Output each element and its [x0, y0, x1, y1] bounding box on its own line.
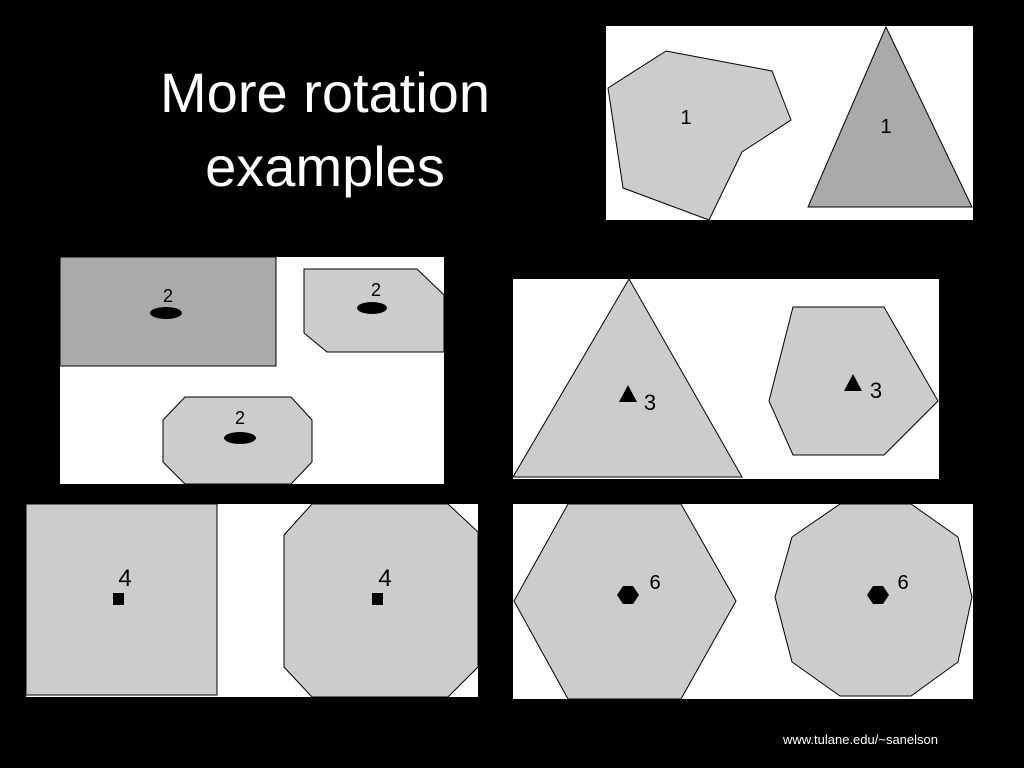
triangle-label: 1	[880, 116, 891, 138]
order-6-diagram: 6 6	[513, 504, 973, 699]
triangle-shape	[513, 279, 743, 478]
rectangle-label: 2	[163, 286, 173, 306]
hexagon-label: 6	[649, 572, 660, 594]
triangle-marker-icon	[619, 385, 637, 402]
order-3-diagram: 3 3	[513, 279, 939, 478]
square-marker-icon	[372, 593, 383, 605]
square-marker-icon	[113, 593, 124, 605]
panel-order-2: 2 2 2	[60, 257, 444, 484]
panel-order-3: 3 3	[513, 279, 939, 479]
triangle-marker-icon	[844, 374, 862, 391]
ellipse-marker-icon	[357, 302, 387, 314]
square-label: 4	[118, 565, 131, 592]
title-line-2: examples	[205, 135, 445, 198]
triangle-label: 3	[644, 390, 656, 415]
hexagon-label: 3	[870, 378, 882, 403]
polygon-label: 1	[680, 107, 691, 129]
hexagon-marker-icon	[867, 586, 889, 604]
triangle-shape	[807, 26, 973, 208]
ellipse-marker-icon	[224, 432, 256, 444]
order-1-diagram: 1 1	[607, 26, 973, 220]
slide-title: More rotation examples	[100, 56, 550, 204]
octagon-label: 2	[235, 408, 245, 428]
decagon-label: 6	[897, 572, 908, 594]
ellipse-marker-icon	[150, 307, 182, 319]
title-line-1: More rotation	[160, 61, 490, 124]
panel-order-1: 1 1	[606, 26, 973, 220]
panel-order-4: 4 4	[26, 504, 478, 697]
panel-order-6: 6 6	[513, 504, 973, 699]
cut-rectangle-label: 2	[371, 280, 381, 300]
irregular-polygon-shape	[607, 50, 792, 220]
source-url: www.tulane.edu/~sanelson	[782, 732, 938, 747]
order-4-diagram: 4 4	[26, 504, 478, 697]
order-2-diagram: 2 2 2	[60, 257, 444, 484]
octagon-label: 4	[378, 565, 391, 592]
hexagon-marker-icon	[617, 586, 639, 604]
